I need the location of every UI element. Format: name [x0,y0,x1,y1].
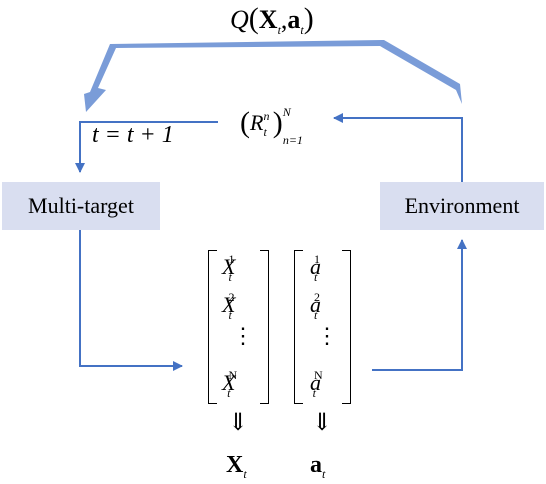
multi-target-label: Multi-target [28,193,134,218]
q-state: X [258,5,278,34]
multi-target-node: Multi-target [2,182,160,230]
q-action-sub: t [300,23,304,37]
q-state-sub: t [277,23,281,37]
action-arrow-agent-segment [79,230,183,371]
q-feedback-arrow [84,40,462,112]
reward-outer-sub: n=1 [282,133,303,147]
action-bracket-left [294,250,303,404]
reward-label: (Rnt)Nn=1 [240,105,303,147]
reward-arrow-agent-segment [75,121,218,173]
state-bracket-right [260,250,269,404]
action-bracket-right [342,250,351,404]
reward-outer-sup: N [282,105,291,119]
state-vector-label: Xt [226,452,247,481]
action-vector-label: at [310,452,326,481]
state-bracket-left [208,250,217,404]
state-cell-1: X1t [222,252,236,284]
action-cell-n: aNt [310,368,323,400]
environment-node: Environment [380,182,544,230]
q-value-label: Q(Xt,at) [230,2,314,37]
state-cell-2: X2t [222,290,236,322]
action-cell-2: a2t [310,290,321,322]
q-func: Q [230,5,249,34]
action-cell-1: a1t [310,252,321,284]
action-implies-arrow: ⇓ [312,410,333,436]
q-action: a [287,5,301,34]
state-implies-arrow: ⇓ [228,410,249,436]
action-arrow-env-segment [372,239,467,371]
reward-sup: n [263,109,270,123]
action-ellipsis: ⋮ [316,323,338,348]
state-ellipsis: ⋮ [232,323,254,348]
time-update-label: t = t + 1 [92,122,174,148]
state-cell-n: XNt [222,368,238,400]
environment-label: Environment [404,193,520,218]
reward-sub: t [263,125,267,139]
q-comma: , [280,5,288,34]
reward-symbol: R [250,110,264,135]
reward-arrow-env-segment [333,113,463,182]
